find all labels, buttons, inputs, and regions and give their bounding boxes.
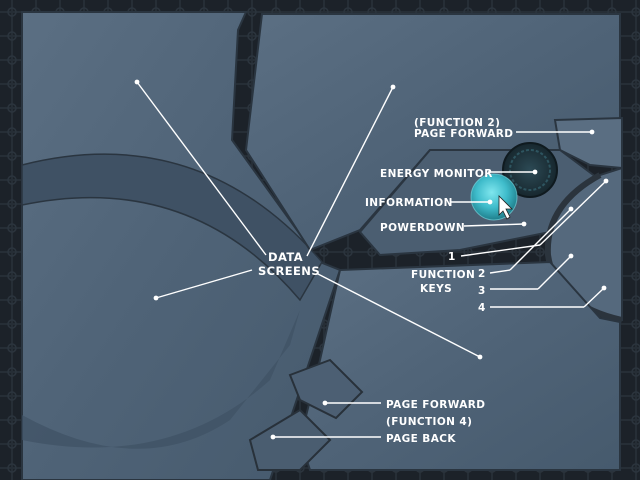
- glowing-orb-icon[interactable]: [470, 173, 518, 221]
- left-panel-lower-cut: [22, 310, 300, 449]
- data-screen-lower-right-panel[interactable]: [298, 260, 621, 471]
- page-forward-bottom-label: PAGE FORWARD: [386, 399, 485, 411]
- function4-label: (FUNCTION 4): [386, 416, 472, 428]
- page-back-label: PAGE BACK: [386, 433, 456, 445]
- information-label: INFORMATION: [365, 197, 453, 209]
- function-key-leaders: [460, 178, 609, 308]
- function2-label: (FUNCTION 2): [414, 117, 500, 129]
- data-screens-label-line1: DATA: [268, 250, 303, 264]
- function-keys-label-line1: FUNCTION: [411, 269, 475, 281]
- function-keys-label-line2: KEYS: [420, 283, 452, 295]
- data-screens-leaders: [134, 79, 483, 360]
- page-forward-panel[interactable]: [553, 116, 623, 170]
- function-key-1-label: 1: [448, 251, 456, 263]
- function-key-4-label: 4: [478, 302, 486, 314]
- left-panel-arc: [21, 153, 323, 302]
- function-key-2-label: 2: [478, 268, 486, 280]
- function-key-3-label: 3: [478, 285, 486, 297]
- page-forward-top-label: PAGE FORWARD: [414, 128, 513, 140]
- data-screens-label-line2: SCREENS: [258, 264, 320, 278]
- page-back-button[interactable]: [248, 408, 332, 471]
- dial-icon[interactable]: [502, 142, 558, 198]
- energy-monitor-label: ENERGY MONITOR: [380, 168, 493, 180]
- arrow-cursor-icon: [498, 195, 513, 220]
- powerdown-label: POWERDOWN: [380, 222, 465, 234]
- powerdown-leader: [463, 223, 525, 227]
